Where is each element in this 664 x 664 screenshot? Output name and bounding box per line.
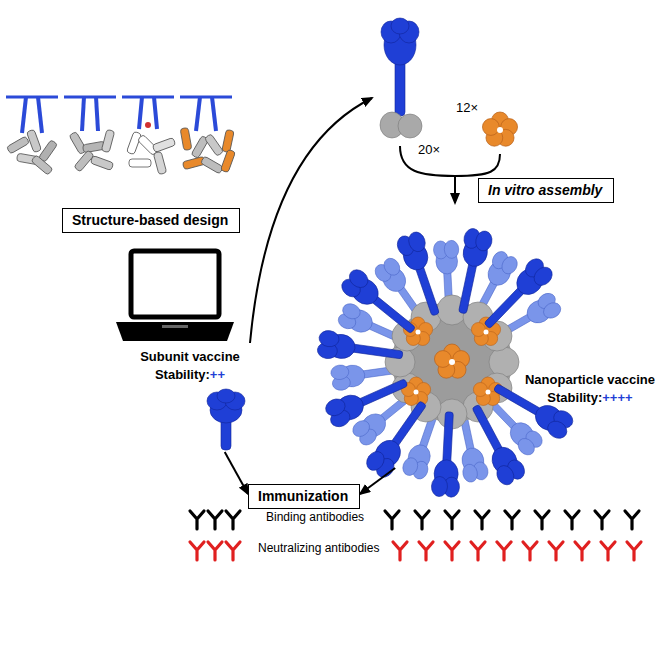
process-box: Structure-based design [62, 208, 240, 233]
component-protein [380, 18, 422, 138]
stability-rating: Stability:++++ [518, 390, 662, 405]
text-group: Subunit vaccineStability:++ [128, 349, 252, 382]
binding-antibodies [190, 511, 639, 529]
neutralizing-antibodies [190, 542, 641, 560]
design-sketches [6, 97, 236, 175]
pentamer-component [482, 112, 517, 146]
multiplier-label: 12× [456, 100, 478, 115]
process-box: In vitro assembly [478, 178, 614, 203]
rating-key: Stability: [155, 367, 210, 382]
multiplier-label: 20× [418, 142, 440, 157]
node-title: Immunization [258, 488, 348, 504]
node-title: Nanoparticle vaccine [518, 372, 662, 387]
nanoparticle [316, 227, 576, 498]
rating-key: Stability: [547, 390, 602, 405]
text-group: Nanoparticle vaccineStability:++++ [518, 372, 662, 405]
node-title: Structure-based design [72, 212, 228, 228]
rating-marks: ++ [210, 367, 225, 382]
flow-arrow [225, 452, 248, 494]
subunit-protein [207, 389, 245, 450]
vaccine-group: Subunit vaccineStability:++ [128, 349, 252, 452]
rating-marks: ++++ [602, 390, 632, 405]
node-title: In vitro assembly [488, 182, 602, 198]
antibody-label: Neutralizing antibodies [258, 541, 379, 555]
process-box: Immunization [248, 484, 360, 509]
antibody-label: Binding antibodies [266, 510, 364, 524]
flow-arrow [360, 468, 395, 494]
laptop-icon [116, 251, 234, 341]
stability-rating: Stability:++ [128, 367, 252, 382]
vaccine-group: Nanoparticle vaccineStability:++++ [372, 216, 662, 468]
node-title: Subunit vaccine [128, 349, 252, 364]
